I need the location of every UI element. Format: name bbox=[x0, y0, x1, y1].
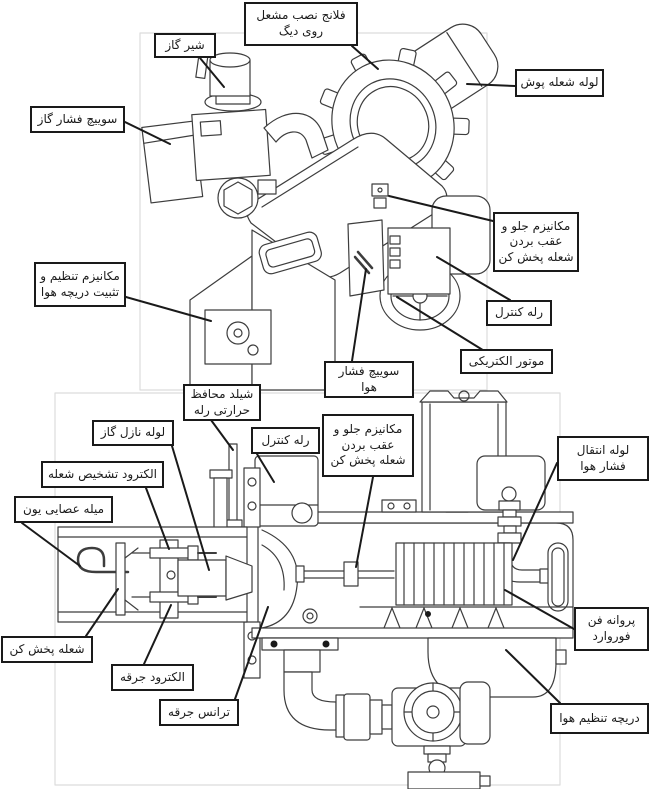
label-gas-valve: شیر گاز bbox=[154, 33, 216, 58]
label-gas-pressure-switch: سوییچ فشار گاز bbox=[30, 106, 125, 133]
label-air-pressure-switch: سوییچ فشار هوا bbox=[324, 361, 414, 399]
label-electric-motor: موتور الکتریکی bbox=[460, 349, 553, 374]
burner-top-view-drawing bbox=[141, 23, 499, 391]
label-spark-electrode: الکترود جرقه bbox=[111, 664, 194, 691]
label-spark-transformer: ترانس جرقه bbox=[159, 699, 239, 726]
label-air-damper-mechanism: مکانیزم تنظیم و تثبیت دریچه هوا bbox=[34, 262, 126, 307]
label-air-pressure-tube: لوله انتقال فشار هوا bbox=[557, 436, 649, 481]
label-control-relay-bottom: رله کنترل bbox=[251, 427, 320, 454]
label-spreader-mechanism-bottom: مکانیزم جلو و عقب بردن شعله پخش کن bbox=[322, 414, 414, 477]
label-flame-tube: لوله شعله پوش bbox=[515, 69, 604, 97]
label-forward-fan-impeller: پروانه فن فوروارد bbox=[574, 607, 649, 651]
burner-bottom-view-drawing bbox=[57, 390, 574, 789]
label-control-relay-top: رله کنترل bbox=[486, 300, 552, 326]
label-flange-mount: فلانج نصب مشعل روی دیگ bbox=[244, 2, 358, 46]
label-ion-rod: میله عصایی یون bbox=[14, 496, 113, 523]
label-air-adjustment-damper: دریچه تنظیم هوا bbox=[550, 703, 649, 734]
label-gas-nozzle-tube: لوله نازل گاز bbox=[92, 420, 174, 446]
label-spreader-mechanism-top: مکانیزم جلو و عقب بردن شعله پخش کن bbox=[493, 212, 579, 272]
label-relay-heat-shield: شیلد محافظ حرارتی رله bbox=[183, 384, 261, 422]
label-flame-spreader: شعله پخش کن bbox=[1, 636, 93, 663]
leader-lines bbox=[21, 45, 575, 704]
label-flame-detection-electrode: الکترود تشخیص شعله bbox=[41, 461, 164, 488]
